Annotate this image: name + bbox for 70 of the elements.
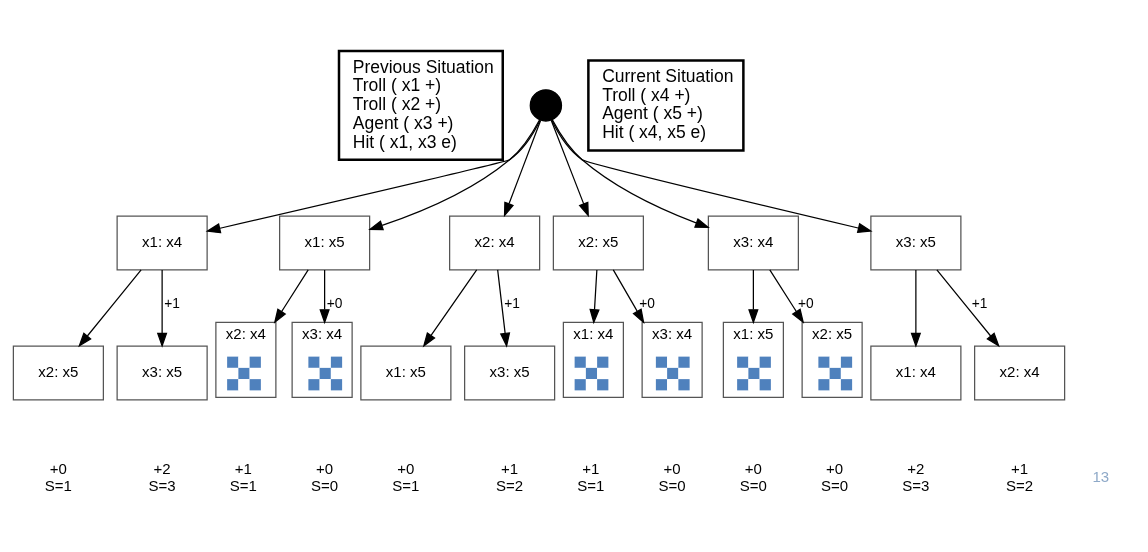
node-label: +2 (907, 460, 925, 478)
node-label: S=3 (148, 476, 176, 494)
node-label: +1 (501, 460, 519, 478)
node-box: x1: x4 (870, 345, 962, 401)
edge-label: +0 (326, 296, 343, 312)
node-box: Current Situation Troll ( x4 +) Agent ( x5 +) Hit ( x4, x5 e) (587, 59, 745, 152)
edge-label: +0 (798, 296, 814, 312)
node-box: x1: x5 (279, 215, 371, 271)
node-label: +0 (744, 460, 762, 478)
node-label: +2 (153, 460, 171, 478)
arrow (78, 269, 142, 348)
cluster: x3: x4 (291, 321, 353, 398)
arrow (550, 119, 589, 218)
cluster: x2: x5 (801, 321, 863, 398)
edge-label: +1 (164, 296, 180, 312)
node-box: x3: x5 (870, 215, 962, 271)
node-label: S=1 (229, 476, 257, 494)
arrow (273, 269, 309, 324)
node-label: S=1 (577, 476, 605, 494)
cluster: x1: x4 (562, 321, 624, 398)
node-label: S=0 (739, 476, 767, 494)
node-box: x2: x5 (12, 345, 104, 401)
arrow (497, 269, 511, 348)
node-label: S=1 (392, 476, 420, 494)
node-label: S=0 (658, 476, 686, 494)
arrow (156, 269, 168, 348)
node-box: x3: x4 (707, 215, 799, 271)
node-label: +0 (49, 460, 67, 478)
arrow (205, 119, 541, 234)
node-box: x2: x4 (974, 345, 1066, 401)
cluster: x2: x4 (215, 321, 277, 398)
node-label: S=0 (311, 476, 339, 494)
arrow (368, 119, 541, 231)
node-label: +0 (826, 460, 844, 478)
arrow (550, 119, 873, 234)
edge-label: +0 (639, 296, 655, 312)
node-label: +1 (582, 460, 600, 478)
edge-label: +1 (971, 296, 988, 312)
cluster: x1: x5 (722, 321, 784, 398)
node-label: S=0 (821, 476, 849, 494)
arrow (936, 269, 1000, 348)
node-box: x3: x5 (116, 345, 208, 401)
arrow (612, 269, 645, 324)
node-label: +0 (316, 460, 334, 478)
node-box: x2: x4 (449, 215, 541, 271)
node-label: +1 (1011, 460, 1029, 478)
node-label: S=2 (496, 476, 524, 494)
edge-label: +1 (504, 296, 520, 312)
node-label: S=2 (1006, 476, 1034, 494)
node-label: +1 (234, 460, 252, 478)
arrow (551, 119, 710, 229)
node-box: x1: x4 (116, 215, 208, 271)
node-circle (529, 89, 563, 122)
node-box: Previous Situation Troll ( x1 +) Troll ( x2 +) Agent ( x3 +) Hit ( x1, x3 e) (337, 49, 504, 161)
arrow (319, 269, 330, 325)
arrow (910, 269, 922, 348)
node-label: S=1 (44, 476, 72, 494)
node-box: x3: x5 (464, 345, 556, 401)
cluster: x3: x4 (641, 321, 703, 398)
arrow (422, 269, 478, 348)
arrow (748, 269, 759, 325)
label: 13 (1092, 468, 1110, 486)
node-box: x1: x5 (360, 345, 452, 401)
node-label: S=3 (902, 476, 930, 494)
arrow (503, 119, 542, 218)
arrow (589, 269, 600, 325)
node-label: +0 (663, 460, 681, 478)
node-label: +0 (397, 460, 415, 478)
arrow (769, 269, 805, 324)
node-box: x2: x5 (552, 215, 644, 271)
